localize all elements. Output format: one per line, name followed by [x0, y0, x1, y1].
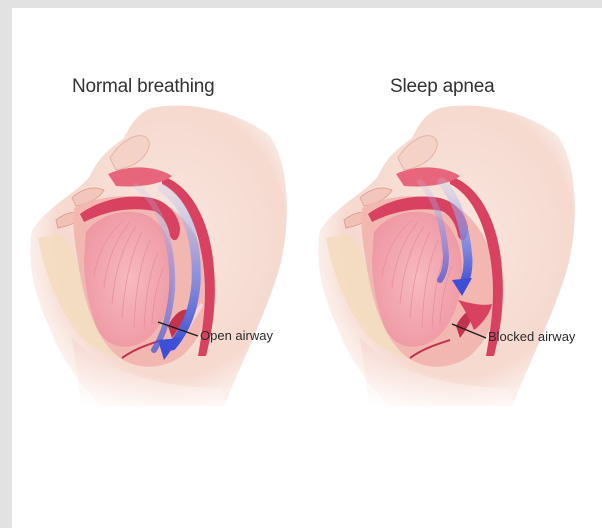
illustration-frame: Normal breathing Sleep apnea Open airway… [12, 8, 602, 528]
sleep-apnea-title: Sleep apnea [390, 76, 495, 98]
normal-breathing-title: Normal breathing [72, 76, 215, 98]
normal-breathing-illustration [30, 106, 287, 408]
sleep-apnea-illustration [318, 106, 575, 408]
blocked-airway-label: Blocked airway [488, 329, 575, 344]
open-airway-label: Open airway [200, 328, 273, 343]
